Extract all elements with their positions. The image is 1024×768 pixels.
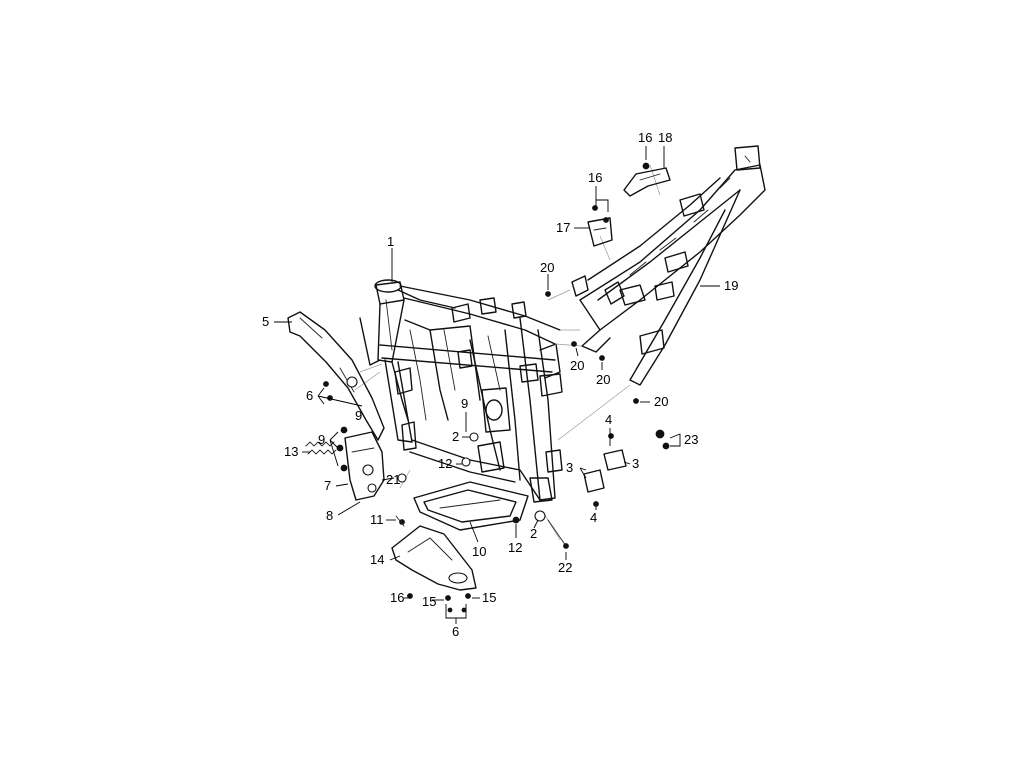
callout-16: 16 xyxy=(588,170,602,185)
callout-13: 13 xyxy=(284,444,298,459)
callout-9: 9 xyxy=(461,396,468,411)
callout-2: 2 xyxy=(530,526,537,541)
callout-23: 23 xyxy=(684,432,698,447)
callout-12: 12 xyxy=(508,540,522,555)
callout-labels: 1 5 6 9 9 13 7 8 21 11 9 2 12 10 12 2 22… xyxy=(262,130,738,639)
callout-16: 16 xyxy=(390,590,404,605)
skid-plate xyxy=(391,525,477,591)
rear-subframe xyxy=(571,145,766,386)
callout-3: 3 xyxy=(566,460,573,475)
callout-4: 4 xyxy=(605,412,612,427)
callout-15: 15 xyxy=(422,594,436,609)
callout-20: 20 xyxy=(540,260,554,275)
callout-2: 2 xyxy=(452,429,459,444)
callout-4: 4 xyxy=(590,510,597,525)
rubber-mounts xyxy=(583,449,627,493)
callout-22: 22 xyxy=(558,560,572,575)
footrest-bracket-upper xyxy=(287,311,385,441)
callout-20: 20 xyxy=(596,372,610,387)
bracket-18 xyxy=(623,167,671,197)
fasteners xyxy=(323,162,670,613)
leader-lines xyxy=(274,146,720,624)
bracket-17 xyxy=(587,217,613,247)
callout-19: 19 xyxy=(724,278,738,293)
spring xyxy=(305,441,337,455)
callout-8: 8 xyxy=(326,508,333,523)
callout-11: 11 xyxy=(370,512,384,527)
callout-6: 6 xyxy=(452,624,459,639)
callout-9: 9 xyxy=(318,432,325,447)
callout-14: 14 xyxy=(370,552,384,567)
alignment-lines xyxy=(354,164,661,541)
callout-1: 1 xyxy=(387,234,394,249)
callout-15: 15 xyxy=(482,590,496,605)
callout-10: 10 xyxy=(472,544,486,559)
callout-5: 5 xyxy=(262,314,269,329)
callout-9: 9 xyxy=(355,408,362,423)
callout-12: 12 xyxy=(438,456,452,471)
callout-20: 20 xyxy=(570,358,584,373)
callout-6: 6 xyxy=(306,388,313,403)
callout-3: 3 xyxy=(632,456,639,471)
engine-guard-bar xyxy=(413,481,529,531)
callout-17: 17 xyxy=(556,220,570,235)
callout-16: 16 xyxy=(638,130,652,145)
main-frame xyxy=(359,279,563,503)
footrest-bracket-lower xyxy=(344,431,385,501)
callout-18: 18 xyxy=(658,130,672,145)
callout-7: 7 xyxy=(324,478,331,493)
callout-20: 20 xyxy=(654,394,668,409)
callout-21: 21 xyxy=(386,472,400,487)
